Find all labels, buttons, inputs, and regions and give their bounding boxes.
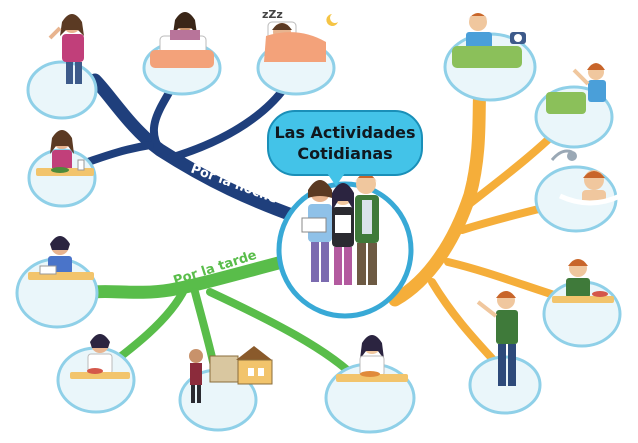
title-line-1: Las Actividades — [274, 123, 416, 142]
node-waking-up — [443, 13, 537, 102]
node-homework — [15, 236, 99, 329]
snore-text: zZz — [262, 8, 283, 21]
node-showering — [534, 149, 622, 233]
node-reading-in-bed — [142, 12, 222, 96]
title-line-2: Cotidianas — [297, 144, 393, 163]
node-leaving-school — [468, 291, 542, 415]
node-breakfast — [542, 259, 622, 348]
node-going-home — [178, 346, 273, 432]
node-getting-up — [534, 63, 614, 149]
node-sleeping: zZz — [256, 8, 338, 96]
node-snack — [56, 334, 136, 414]
night-label: Por la noche — [189, 162, 280, 207]
node-dinner — [27, 130, 97, 208]
title-bubble: Las Actividades Cotidianas — [267, 110, 423, 186]
node-brushing-teeth — [26, 14, 98, 120]
center-node — [276, 173, 414, 319]
friends-group-illustration — [301, 173, 379, 285]
node-lunch — [324, 335, 416, 434]
